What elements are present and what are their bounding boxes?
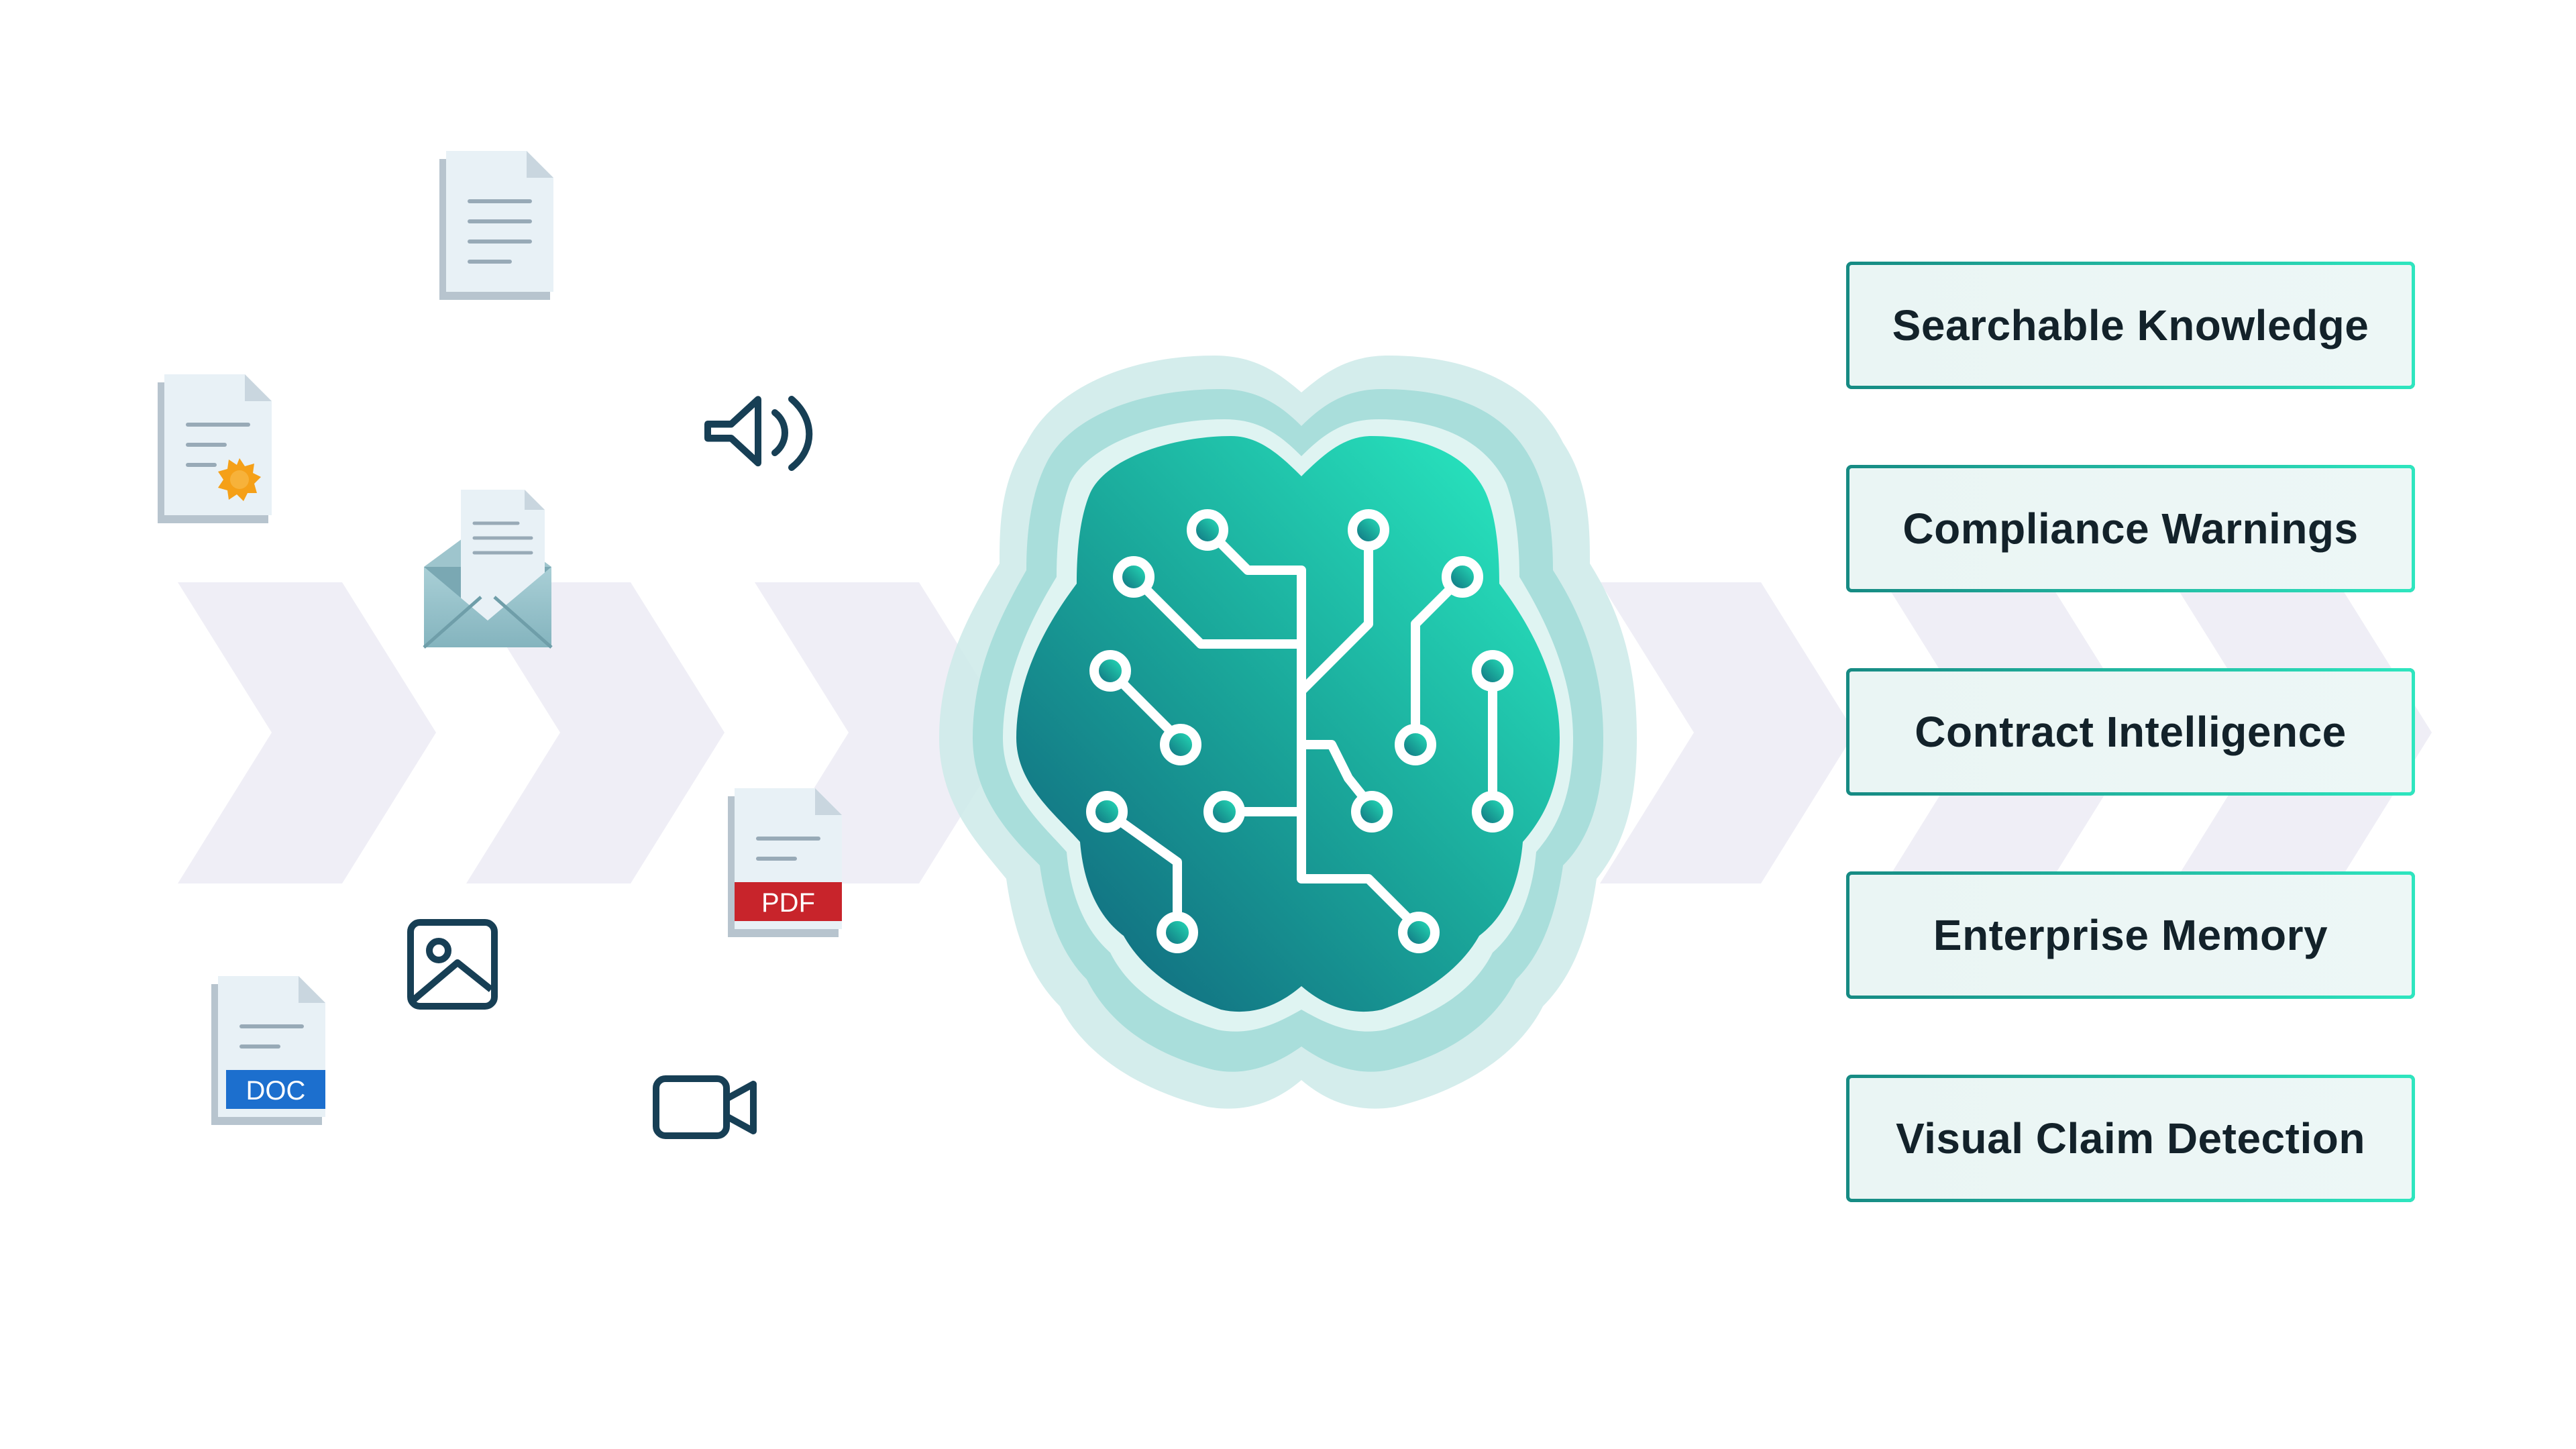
- output-label: Searchable Knowledge: [1892, 301, 2369, 350]
- pdf-document-icon: PDF: [728, 788, 842, 937]
- speaker-audio-icon: [704, 396, 813, 471]
- output-label: Visual Claim Detection: [1896, 1114, 2365, 1163]
- chevron-arrow: [178, 582, 436, 883]
- pdf-badge-label: PDF: [761, 888, 815, 918]
- chevron-arrow: [1600, 582, 1855, 883]
- doc-badge-label: DOC: [246, 1076, 306, 1106]
- output-searchable-knowledge[interactable]: Searchable Knowledge: [1846, 262, 2415, 389]
- output-visual-claim-detection[interactable]: Visual Claim Detection: [1846, 1075, 2415, 1202]
- certificate-document-icon: [158, 374, 272, 523]
- image-icon: [407, 919, 498, 1010]
- doc-document-icon: DOC: [211, 976, 325, 1125]
- circuit-brain-icon: [939, 356, 1637, 1109]
- output-contract-intelligence[interactable]: Contract Intelligence: [1846, 668, 2415, 796]
- output-enterprise-memory[interactable]: Enterprise Memory: [1846, 871, 2415, 999]
- circuit-nodes: [1086, 509, 1513, 953]
- output-label: Compliance Warnings: [1902, 504, 2359, 553]
- output-compliance-warnings[interactable]: Compliance Warnings: [1846, 465, 2415, 592]
- video-camera-icon: [653, 1075, 757, 1139]
- seal-badge: [218, 458, 261, 501]
- output-label: Contract Intelligence: [1915, 708, 2347, 756]
- email-envelope-icon: [423, 490, 553, 649]
- text-document-icon: [439, 151, 553, 300]
- chevron-arrow: [466, 582, 724, 883]
- output-label: Enterprise Memory: [1933, 911, 2328, 959]
